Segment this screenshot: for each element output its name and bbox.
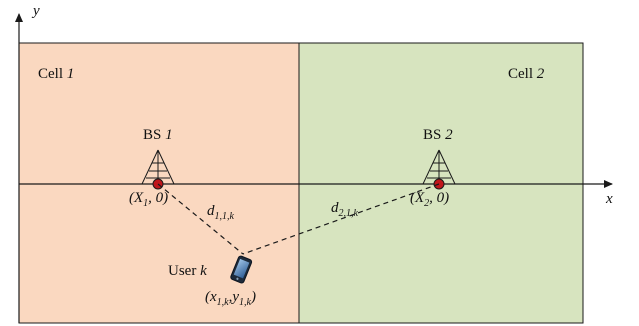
bs-2-tower-icon: [422, 149, 456, 190]
y-axis-label: y: [31, 3, 40, 19]
bs-2-coordinate: (X2, 0): [410, 190, 449, 209]
cell-2-label: Cell 2: [508, 66, 545, 82]
bs-1-label: BS 1: [143, 127, 173, 143]
cell-1-label: Cell 1: [38, 66, 74, 82]
bs-2-label: BS 2: [423, 127, 453, 143]
distance-1-label: d1,1,k: [207, 203, 235, 222]
user-coordinate: (x1,k,y1,k): [205, 289, 256, 308]
distance-2-label: d2,1,k: [331, 200, 359, 219]
x-axis-label: x: [605, 191, 613, 207]
distance-line-2: [242, 183, 440, 255]
distance-line-1: [157, 183, 244, 255]
smartphone-icon: [230, 255, 253, 284]
bs-1-coordinate: (X1, 0): [129, 190, 168, 209]
user-label: User k: [168, 263, 207, 279]
